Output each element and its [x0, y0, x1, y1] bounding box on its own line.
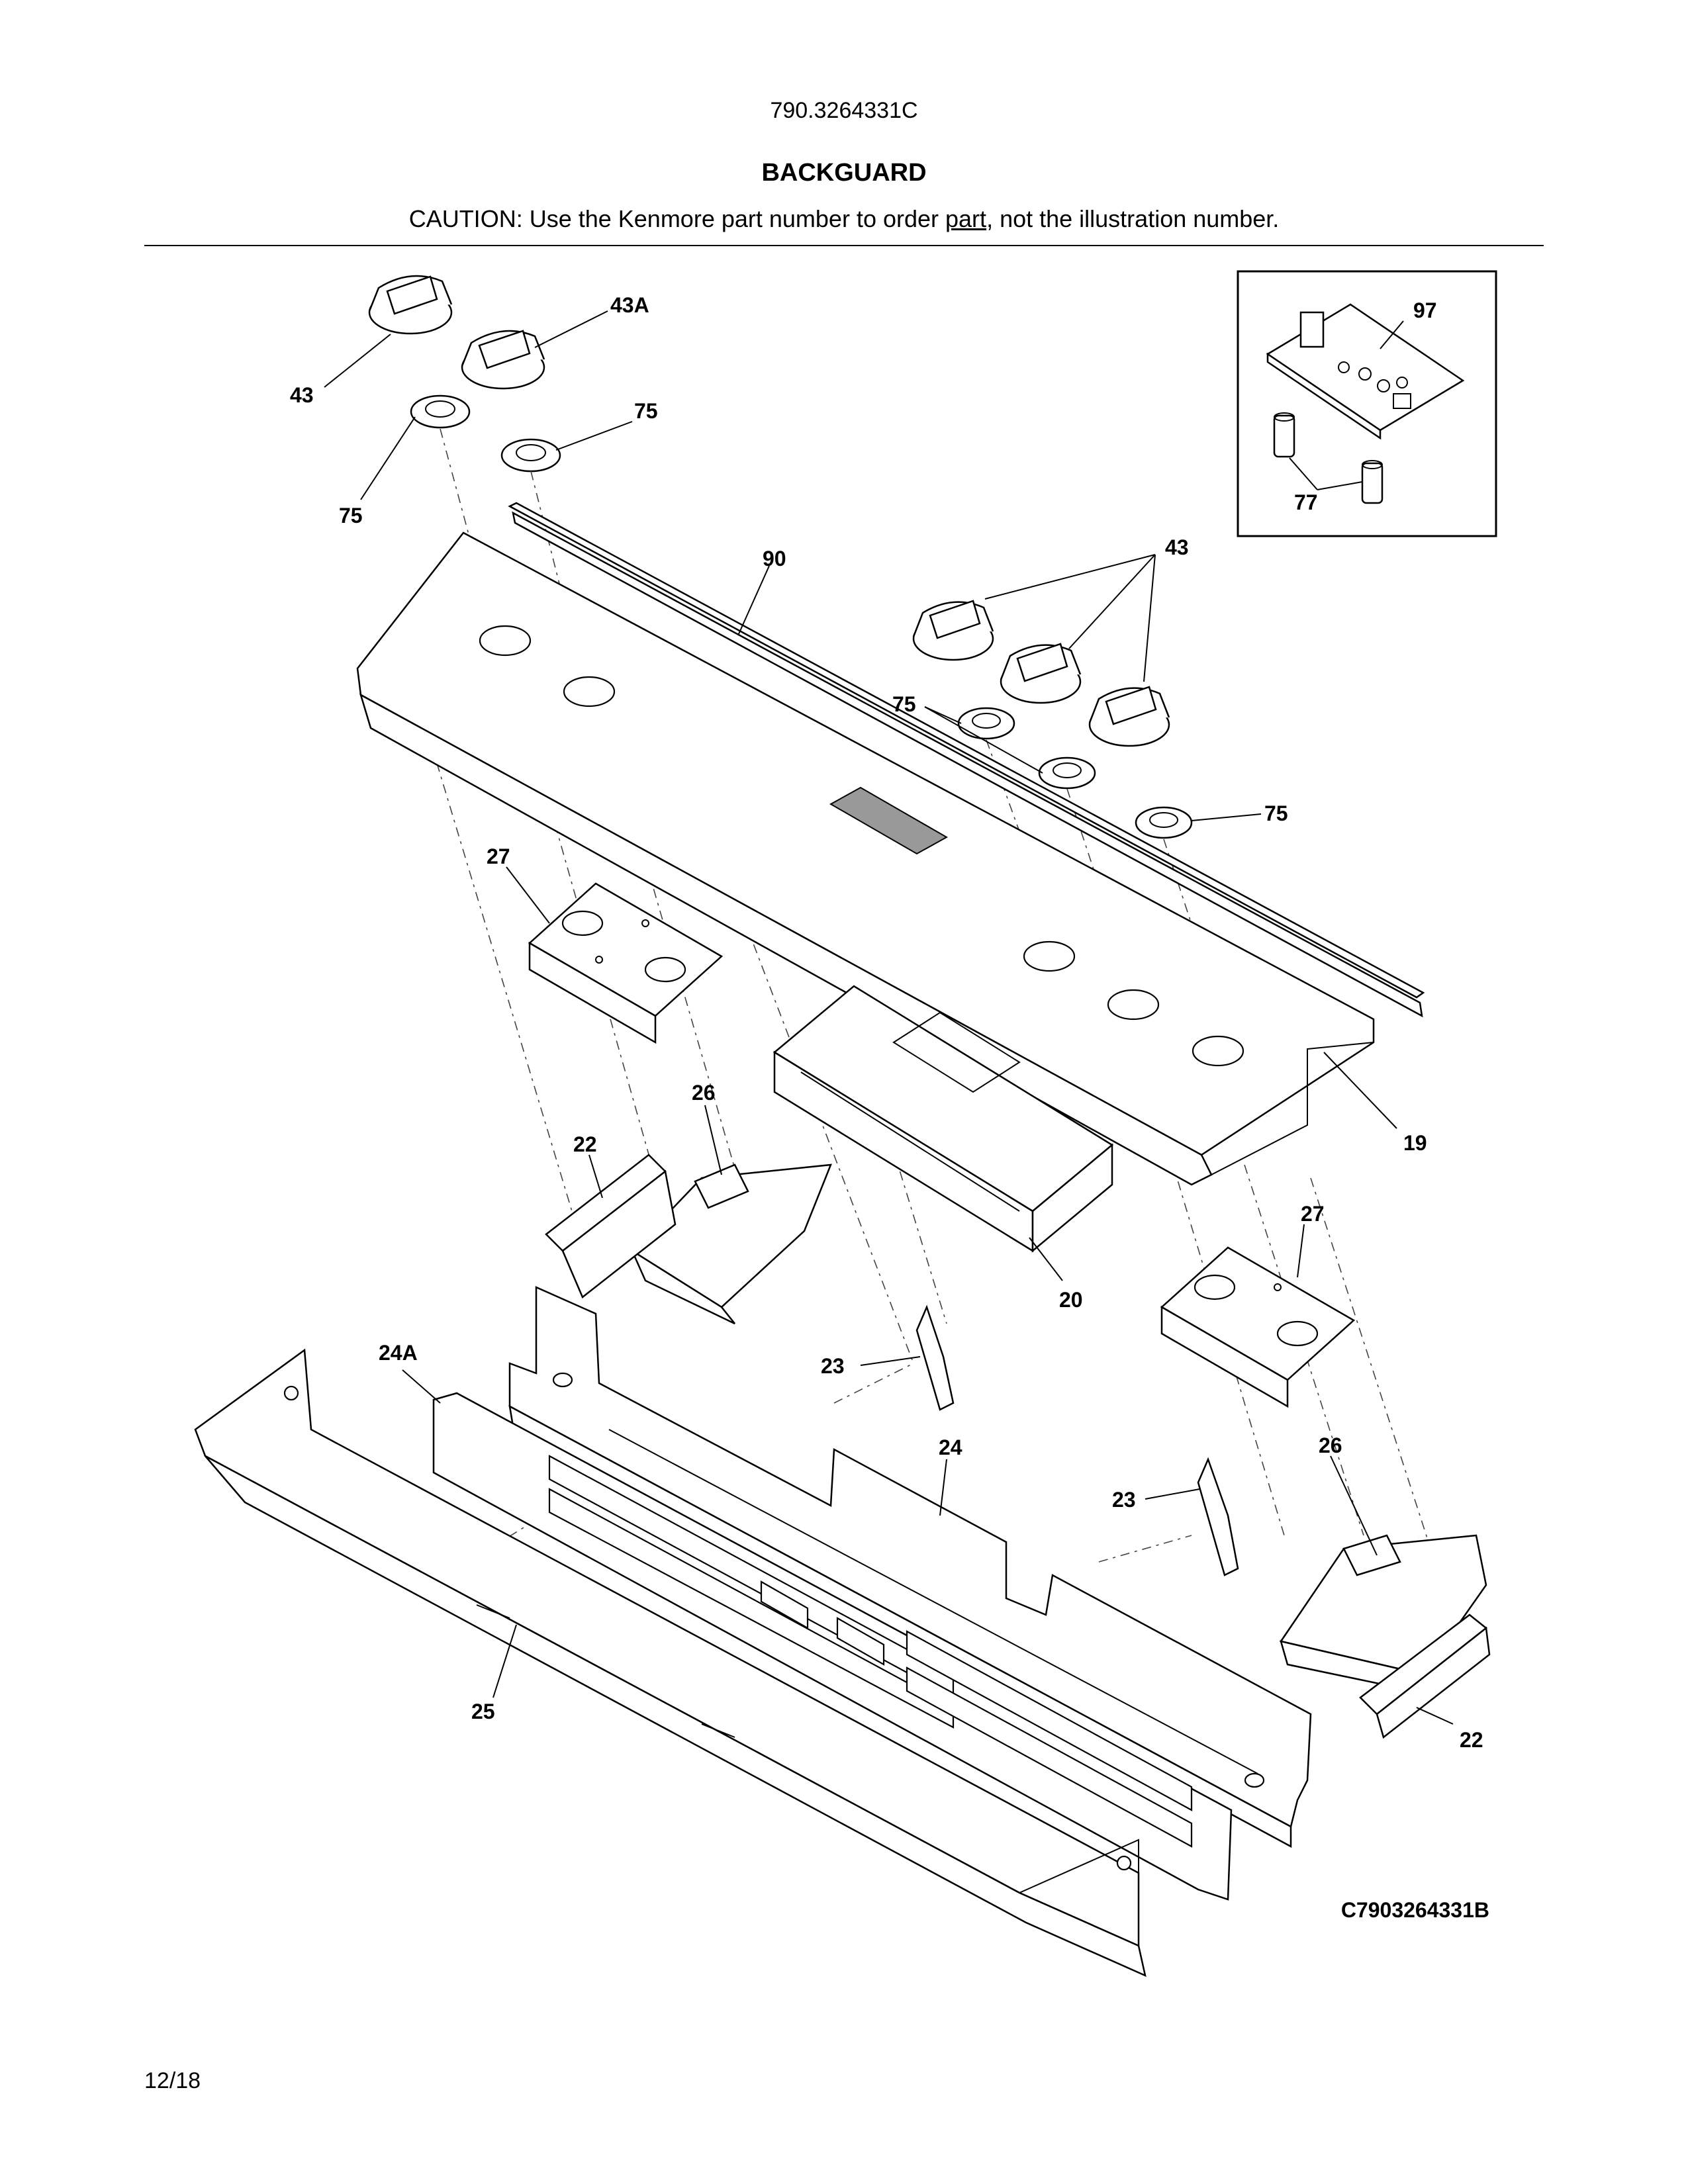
bezel-75-top	[500, 438, 561, 473]
callout-75-right: 75	[1264, 801, 1288, 825]
circuit-board-97	[1266, 303, 1465, 440]
callout-22-left: 22	[573, 1132, 597, 1156]
knob-43-right-1	[912, 600, 994, 661]
callout-22-right: 22	[1460, 1728, 1483, 1752]
control-module-20	[773, 985, 1114, 1253]
section-title: BACKGUARD	[761, 159, 927, 187]
bracket-22-right	[1359, 1614, 1491, 1739]
bracket-22-left	[545, 1154, 677, 1298]
bracket-23-right	[1197, 1457, 1239, 1576]
callout-75-top: 75	[634, 399, 658, 423]
knob-43-right-2	[1000, 643, 1082, 704]
callout-75-left: 75	[339, 504, 363, 527]
callout-23-left: 23	[821, 1354, 845, 1378]
knob-43-top-left	[368, 275, 453, 335]
callout-43-right: 43	[1165, 535, 1189, 559]
caution-text-end: , not the illustration number.	[986, 205, 1280, 232]
callout-27-right: 27	[1301, 1202, 1325, 1226]
callout-26-left: 26	[692, 1081, 716, 1105]
bezel-75-right-3	[1135, 806, 1193, 839]
bracket-27-right	[1160, 1246, 1356, 1408]
bracket-23-left	[915, 1304, 955, 1411]
vent-panel-24a	[432, 1392, 1233, 1901]
base-trim-25	[194, 1348, 1147, 1978]
caution-note: CAUTION: Use the Kenmore part number to …	[0, 205, 1688, 233]
spacer-77-right	[1361, 460, 1383, 504]
bezel-75-right-1	[957, 707, 1015, 740]
mount-26-left	[630, 1163, 832, 1325]
caution-underlined: part	[945, 205, 987, 232]
trim-strip-90	[508, 502, 1425, 1018]
spacer-77-left	[1273, 412, 1295, 458]
callout-27-left: 27	[487, 844, 510, 868]
bezel-75-left	[410, 394, 471, 429]
callout-23-right: 23	[1112, 1488, 1136, 1512]
drawing-code: C7903264331B	[1340, 1898, 1489, 1922]
inset-box	[1237, 270, 1497, 537]
leader-lines	[324, 310, 1454, 1725]
callout-75-mid: 75	[892, 692, 916, 716]
knob-43a-top	[461, 330, 545, 390]
callout-77: 77	[1294, 490, 1318, 514]
callout-24: 24	[939, 1435, 962, 1459]
callout-97: 97	[1413, 298, 1437, 322]
callout-20: 20	[1059, 1288, 1083, 1312]
backguard-panel-19	[356, 531, 1375, 1186]
callout-25: 25	[471, 1700, 495, 1723]
revision-date: 12/18	[144, 2068, 201, 2093]
callout-labels: 43 43A 75 75 90 97 77 43 75 75 27 26 22 …	[290, 293, 1483, 1752]
header-rule	[144, 245, 1544, 246]
callout-90: 90	[763, 547, 786, 570]
bracket-27-left	[528, 882, 724, 1044]
caution-text: CAUTION: Use the Kenmore part number to …	[408, 205, 946, 232]
callout-26-right: 26	[1319, 1433, 1342, 1457]
callout-24a: 24A	[379, 1341, 418, 1365]
model-number: 790.3264331C	[770, 98, 918, 123]
bezel-75-right-2	[1038, 756, 1096, 790]
callout-19: 19	[1403, 1131, 1427, 1155]
callout-43-top-left: 43	[290, 383, 314, 407]
callout-43a: 43A	[610, 293, 649, 317]
knob-43-right-3	[1088, 686, 1170, 747]
